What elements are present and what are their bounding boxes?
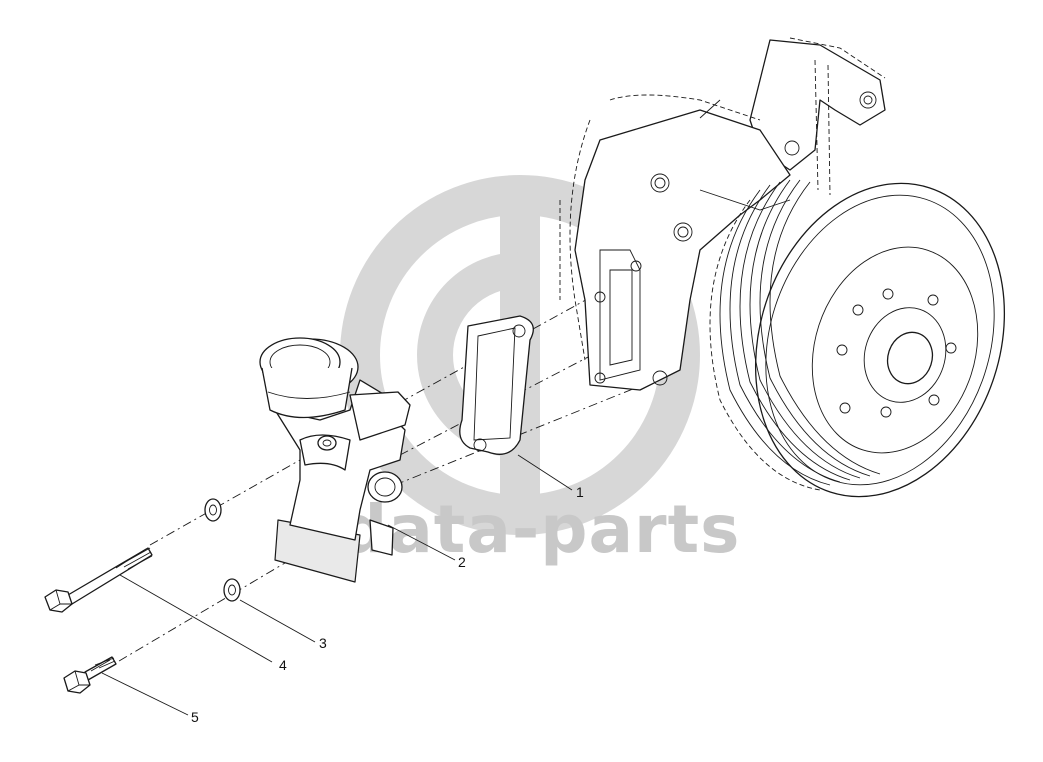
short-bolt: [63, 656, 117, 694]
gasket: [459, 315, 534, 455]
watermark-text: data-parts: [340, 491, 740, 568]
long-bolt: [44, 547, 153, 613]
coolant-outlet-housing: [259, 337, 411, 583]
callout-1: 1: [576, 484, 584, 500]
callout-2: 2: [458, 554, 466, 570]
callout-4: 4: [279, 657, 287, 673]
callout-5: 5: [191, 709, 199, 725]
leader-lines: [101, 454, 573, 716]
callout-3: 3: [319, 635, 327, 651]
washer-lower: [223, 578, 241, 602]
water-pump-assembly: [559, 37, 1006, 498]
washer-upper: [204, 498, 222, 522]
